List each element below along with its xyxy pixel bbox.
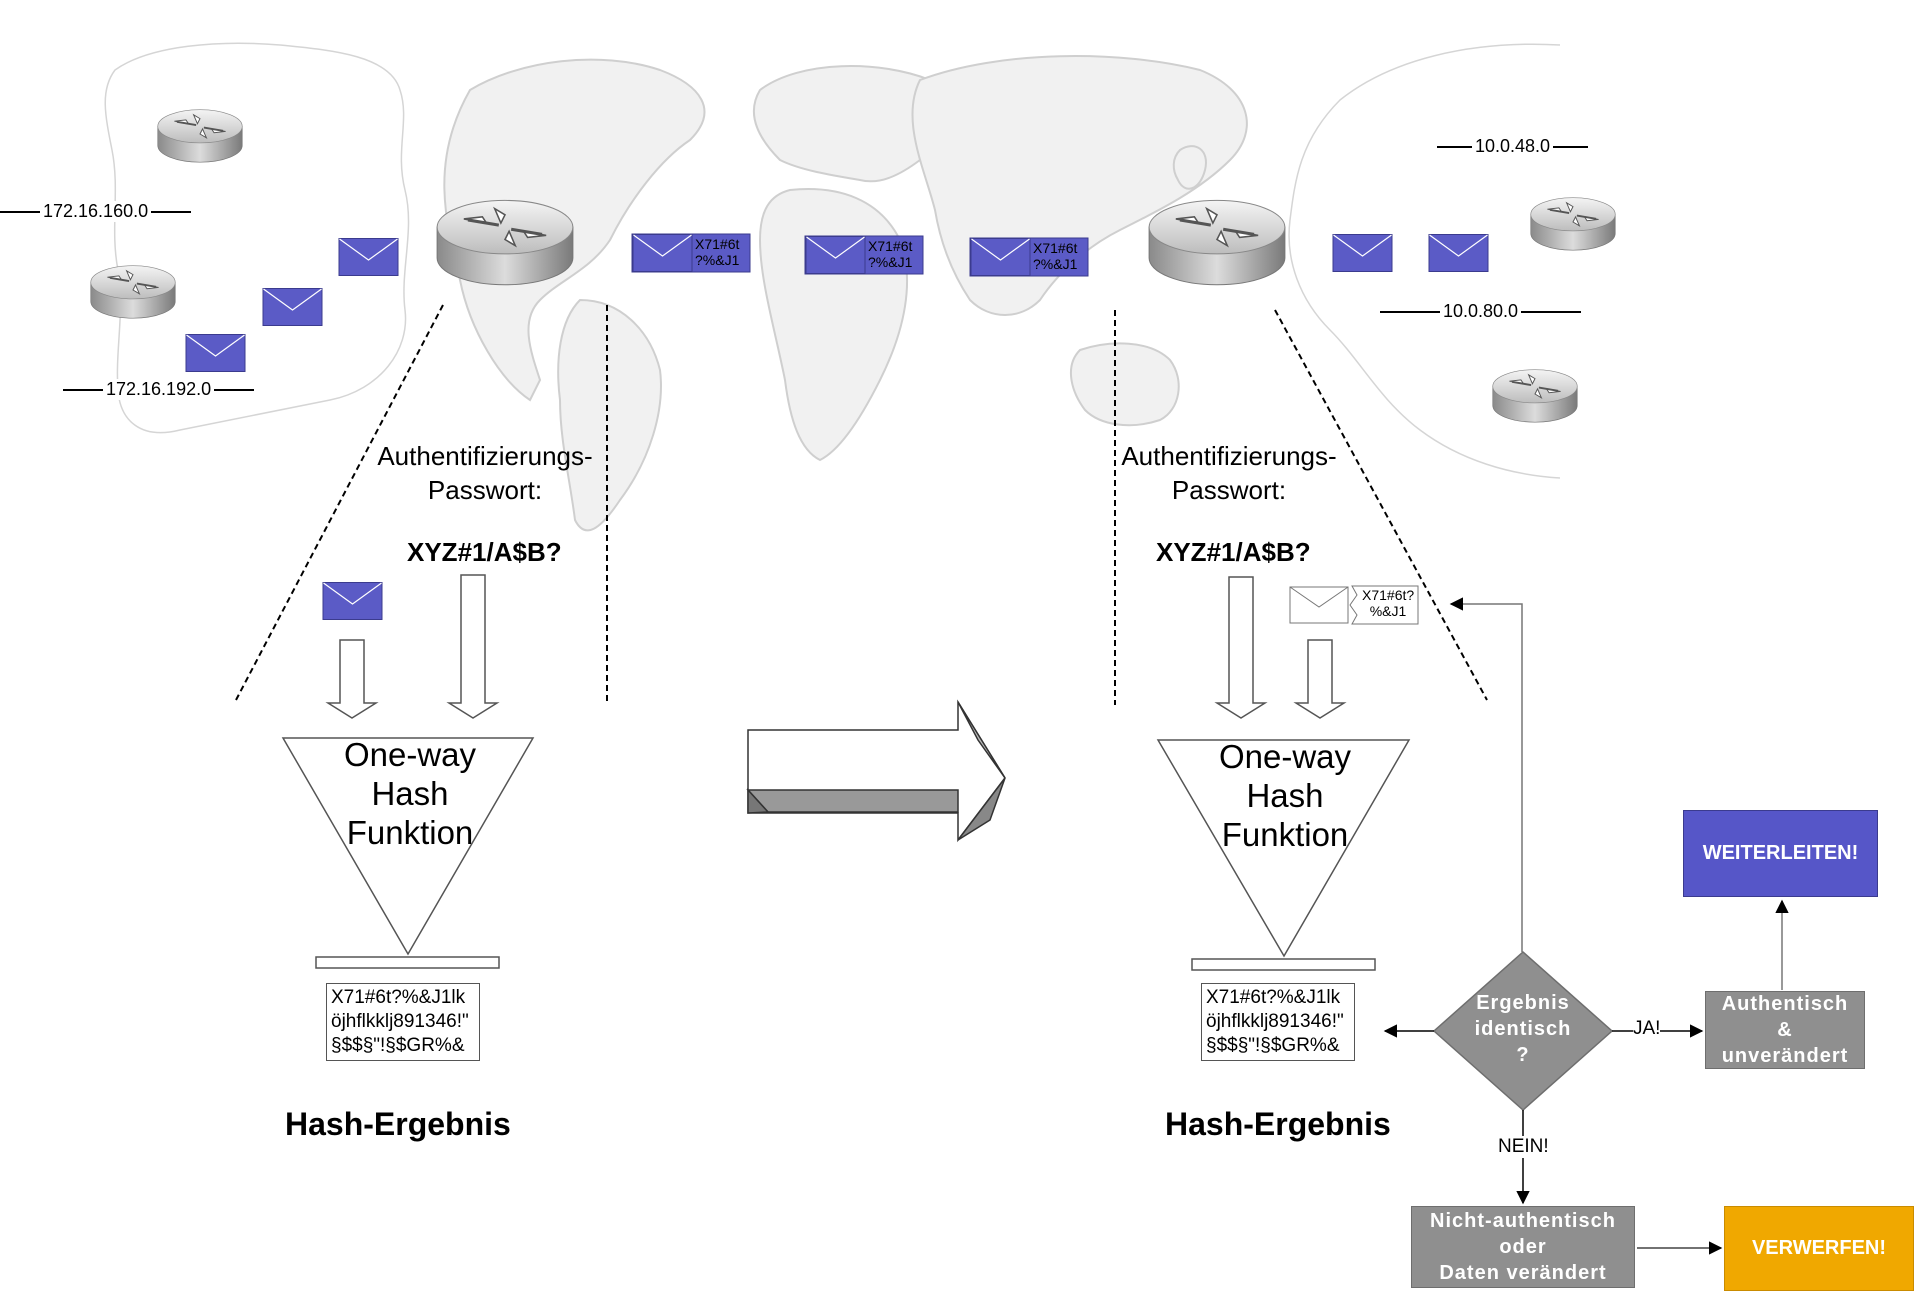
receiver-auth-label: Authentifizierungs-Passwort: bbox=[1121, 441, 1337, 505]
received-packet-icon bbox=[1289, 585, 1419, 625]
receiver-hash-triangle bbox=[1156, 739, 1411, 958]
sender-hash-output-bar bbox=[315, 956, 500, 969]
packet-envelope-icon bbox=[338, 238, 399, 276]
received-packet-code: X71#6t?%&J1 bbox=[1362, 587, 1415, 619]
receiver-router-icon bbox=[1147, 198, 1287, 287]
transit-packet bbox=[969, 237, 1089, 277]
transit-packet-code: X71#6t?%&J1 bbox=[695, 236, 740, 268]
sender-auth-label: Authentifizierungs-Passwort: bbox=[377, 441, 593, 505]
yes-edge-label: JA! bbox=[1633, 1018, 1661, 1040]
flow-connectors bbox=[1383, 597, 1789, 1255]
transit-packet bbox=[804, 235, 924, 275]
receiver-hash-result-caption: Hash-Ergebnis bbox=[1165, 1106, 1391, 1142]
authentic-box: Authentisch&unverändert bbox=[1705, 991, 1865, 1069]
packet-envelope-icon bbox=[185, 334, 246, 372]
transfer-3d-arrow-icon bbox=[746, 699, 1006, 843]
router-icon bbox=[89, 264, 177, 320]
network-label-left-top: 172.16.160.0 bbox=[0, 201, 192, 222]
network-label-right-bottom: 10.0.80.0 bbox=[1380, 301, 1582, 322]
router-icon bbox=[1529, 196, 1617, 252]
sender-router-icon bbox=[435, 198, 575, 287]
packet-envelope-icon bbox=[1428, 234, 1489, 272]
transit-packet-code: X71#6t?%&J1 bbox=[1033, 240, 1078, 272]
packet-envelope-icon bbox=[262, 288, 323, 326]
network-label-right-top: 10.0.48.0 bbox=[1437, 136, 1589, 157]
receiver-hash-output-bar bbox=[1191, 958, 1376, 971]
router-icon bbox=[156, 108, 244, 164]
hollow-down-arrow-icon bbox=[1214, 576, 1347, 719]
packet-envelope-icon bbox=[322, 582, 383, 620]
discard-box: VERWERFEN! bbox=[1724, 1206, 1914, 1291]
sender-hash-triangle bbox=[281, 737, 535, 956]
packet-envelope-icon bbox=[1332, 234, 1393, 272]
receiver-password: XYZ#1/A$B? bbox=[1156, 537, 1311, 567]
network-label-left-bottom: 172.16.192.0 bbox=[63, 379, 255, 400]
forward-box: WEITERLEITEN! bbox=[1683, 810, 1878, 897]
left-network-cloud bbox=[104, 42, 410, 434]
zoom-guide-lines bbox=[235, 304, 1488, 705]
router-icon bbox=[1491, 368, 1579, 424]
no-edge-label: NEIN! bbox=[1498, 1136, 1549, 1158]
sender-password: XYZ#1/A$B? bbox=[407, 537, 562, 567]
sender-hash-result-caption: Hash-Ergebnis bbox=[285, 1106, 511, 1142]
hollow-down-arrow-icon bbox=[325, 574, 500, 719]
transit-packet-code: X71#6t?%&J1 bbox=[868, 238, 913, 270]
transit-packet bbox=[631, 233, 751, 273]
